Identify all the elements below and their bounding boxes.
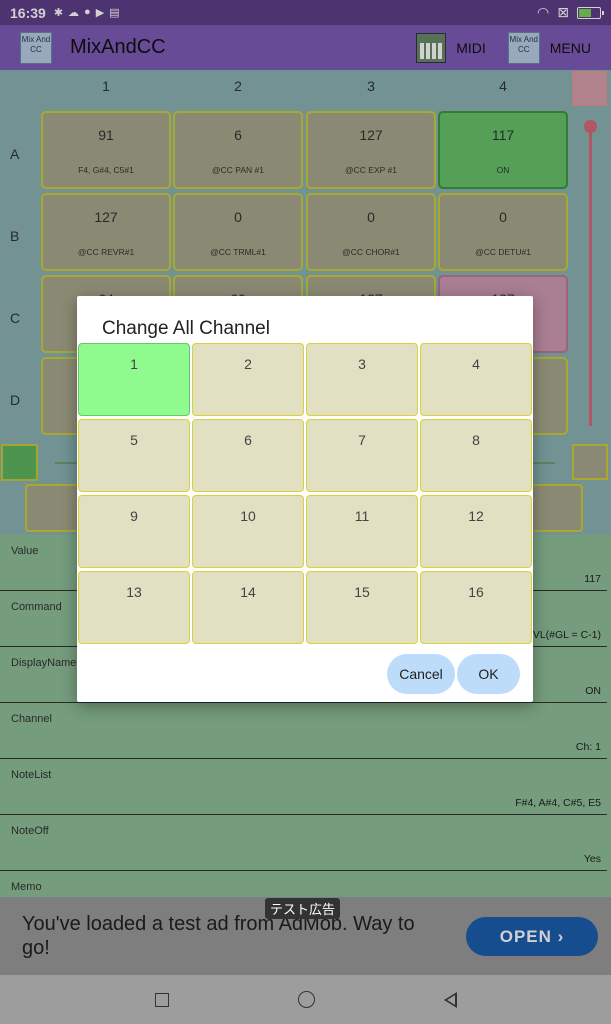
channel-button-2[interactable]: 2 xyxy=(192,343,304,416)
channel-button-15[interactable]: 15 xyxy=(306,571,418,644)
pad-b4[interactable]: 0 @CC DETU#1 xyxy=(438,193,568,271)
pad-a3[interactable]: 127 @CC EXP #1 xyxy=(306,111,436,189)
channel-button-16[interactable]: 16 xyxy=(420,571,532,644)
bluetooth-icon: ✱ xyxy=(53,7,64,19)
person-icon: ● xyxy=(84,6,91,18)
system-nav-bar xyxy=(0,975,611,1024)
sim-icon: ⊠ xyxy=(557,4,569,20)
channel-button-6[interactable]: 6 xyxy=(192,419,304,492)
battery-icon xyxy=(577,6,604,19)
pad-b1[interactable]: 127 @CC REVR#1 xyxy=(41,193,171,271)
prop-note-list[interactable]: NoteList F#4, A#4, C#5, E5 xyxy=(0,759,611,815)
column-label: 1 xyxy=(102,78,110,94)
channel-button-4[interactable]: 4 xyxy=(420,343,532,416)
channel-button-5[interactable]: 5 xyxy=(78,419,190,492)
channel-button-1[interactable]: 1 xyxy=(78,343,190,416)
menu-logo-icon[interactable]: Mix And CC xyxy=(507,31,540,64)
cloud-icon: ☁ xyxy=(68,7,80,19)
midi-button[interactable]: MIDI xyxy=(456,39,486,56)
menu-button[interactable]: MENU xyxy=(549,39,591,56)
pad-a1[interactable]: 91 F4, G#4, C5#1 xyxy=(41,111,171,189)
clock: 16:39 xyxy=(10,4,46,21)
youtube-icon: ▶ xyxy=(95,7,105,19)
column-label: 2 xyxy=(234,78,242,94)
channel-button-12[interactable]: 12 xyxy=(420,495,532,568)
channel-button-7[interactable]: 7 xyxy=(306,419,418,492)
pad-a2[interactable]: 6 @CC PAN #1 xyxy=(173,111,303,189)
channel-button-13[interactable]: 13 xyxy=(78,571,190,644)
prop-memo[interactable]: Memo xyxy=(11,881,42,893)
pad-b3[interactable]: 0 @CC CHOR#1 xyxy=(306,193,436,271)
prop-note-off[interactable]: NoteOff Yes xyxy=(0,815,611,871)
left-toggle-button[interactable] xyxy=(1,444,38,481)
news-icon: ▤ xyxy=(109,7,120,19)
property-list: Value 117 Command VL(#GL = C-1) DisplayN… xyxy=(0,535,611,897)
column-label: 4 xyxy=(499,78,507,94)
channel-button-11[interactable]: 11 xyxy=(306,495,418,568)
channel-grid: 1 2 3 4 5 6 7 8 9 10 11 12 13 14 15 16 xyxy=(77,343,533,644)
recents-icon[interactable] xyxy=(154,992,169,1007)
vertical-slider-thumb[interactable] xyxy=(584,120,597,133)
change-channel-dialog: Change All Channel 1 2 3 4 5 6 7 8 9 10 … xyxy=(77,296,533,702)
row-label: C xyxy=(10,310,21,326)
pad-a4[interactable]: 117 ON xyxy=(438,111,568,189)
app-bar: Mix And CC MixAndCC MIDI Mix And CC MENU xyxy=(0,25,611,70)
prop-display-name[interactable]: DisplayName ON xyxy=(0,647,611,703)
channel-button-3[interactable]: 3 xyxy=(306,343,418,416)
prop-channel[interactable]: Channel Ch: 1 xyxy=(0,703,611,759)
column-label: 3 xyxy=(367,78,375,94)
right-toggle-button[interactable] xyxy=(572,444,608,480)
ad-open-button[interactable]: OPEN › xyxy=(466,917,598,956)
channel-button-10[interactable]: 10 xyxy=(192,495,304,568)
piano-icon[interactable] xyxy=(416,32,447,63)
slider-top-button[interactable] xyxy=(572,71,607,106)
row-label: A xyxy=(10,146,20,162)
channel-button-14[interactable]: 14 xyxy=(192,571,304,644)
dialog-title: Change All Channel xyxy=(102,318,270,339)
app-title: MixAndCC xyxy=(70,36,166,58)
channel-button-9[interactable]: 9 xyxy=(78,495,190,568)
row-label: B xyxy=(10,228,20,244)
cancel-button[interactable]: Cancel xyxy=(387,654,455,694)
status-bar: 16:39 ✱ ☁ ● ▶ ▤ ◠ ⊠ xyxy=(0,0,611,25)
vertical-slider[interactable] xyxy=(589,126,592,426)
home-icon[interactable] xyxy=(297,991,315,1008)
pad-b2[interactable]: 0 @CC TRML#1 xyxy=(173,193,303,271)
channel-button-8[interactable]: 8 xyxy=(420,419,532,492)
row-label: D xyxy=(10,392,21,408)
wifi-icon: ◠ xyxy=(537,4,550,20)
back-icon[interactable] xyxy=(443,991,457,1008)
test-ad-tag: テスト広告 xyxy=(265,898,341,919)
app-logo: Mix And CC xyxy=(20,31,52,64)
ok-button[interactable]: OK xyxy=(457,654,520,694)
